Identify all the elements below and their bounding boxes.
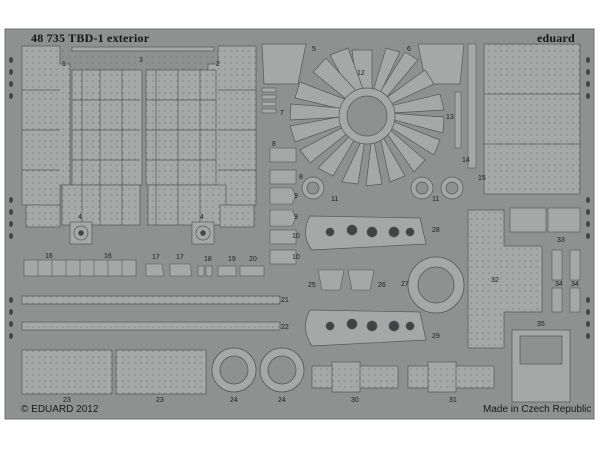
part-label-18: 18 xyxy=(204,256,212,263)
part-label-24-right: 24 xyxy=(278,397,286,404)
part-label-9-top: 9 xyxy=(294,193,298,200)
part-label-13: 13 xyxy=(446,114,454,121)
part-label-34-left: 34 xyxy=(555,281,563,288)
part-11-left xyxy=(301,176,325,200)
part-7 xyxy=(261,87,277,114)
part-label-17-left: 17 xyxy=(152,254,160,261)
part-label-24-left: 24 xyxy=(230,397,238,404)
part-label-21: 21 xyxy=(281,297,289,304)
part-label-10-bottom: 10 xyxy=(292,254,300,261)
part-32 xyxy=(467,209,543,349)
part-label-25: 25 xyxy=(308,282,316,289)
part-13 xyxy=(454,91,462,149)
part-12 xyxy=(289,47,445,187)
part-label-19: 19 xyxy=(228,256,236,263)
part-label-4-right: 4 xyxy=(200,214,204,221)
part-label-8-top: 8 xyxy=(272,141,276,148)
part-label-27: 27 xyxy=(401,281,409,288)
part-label-3: 3 xyxy=(139,57,143,64)
part-label-8-bottom: 8 xyxy=(299,174,303,181)
part-label-7: 7 xyxy=(280,110,284,117)
fret-title: 48 735 TBD-1 exterior xyxy=(31,31,150,45)
part-label-31: 31 xyxy=(449,397,457,404)
part-2 xyxy=(145,45,257,228)
part-label-2: 2 xyxy=(216,61,220,68)
part-label-1: 1 xyxy=(62,61,66,68)
part-17 xyxy=(145,263,193,277)
part-label-4-left: 4 xyxy=(78,214,82,221)
part-33 xyxy=(509,207,581,233)
part-15 xyxy=(483,43,581,195)
part-35 xyxy=(511,329,571,403)
part-label-15: 15 xyxy=(478,175,486,182)
part-label-29: 29 xyxy=(432,333,440,340)
part-4-right xyxy=(191,221,215,245)
part-29 xyxy=(305,309,427,347)
part-label-35: 35 xyxy=(537,321,545,328)
part-5 xyxy=(261,43,307,85)
part-26 xyxy=(347,269,375,291)
part-label-10-top: 10 xyxy=(292,233,300,240)
part-14 xyxy=(467,43,477,169)
part-label-12: 12 xyxy=(357,70,365,77)
part-25 xyxy=(317,269,345,291)
part-label-14: 14 xyxy=(462,157,470,164)
copyright-text: © EDUARD 2012 xyxy=(21,404,99,415)
part-30 xyxy=(311,361,399,393)
part-23 xyxy=(21,349,207,395)
part-20 xyxy=(239,265,265,277)
part-21 xyxy=(21,295,281,305)
part-label-20: 20 xyxy=(249,256,257,263)
part-label-33: 33 xyxy=(557,237,565,244)
part-label-32: 32 xyxy=(491,277,499,284)
part-9 xyxy=(269,187,297,227)
part-label-34-right: 34 xyxy=(571,281,579,288)
part-label-30: 30 xyxy=(351,397,359,404)
fret-edge-holes xyxy=(9,57,590,339)
part-19 xyxy=(217,265,237,277)
part-label-16-right: 16 xyxy=(104,253,112,260)
origin-text: Made in Czech Republic xyxy=(483,404,592,415)
part-34 xyxy=(551,249,581,313)
part-label-23-right: 23 xyxy=(156,397,164,404)
part-label-6: 6 xyxy=(407,46,411,53)
part-label-11-right: 11 xyxy=(432,196,440,203)
part-27 xyxy=(407,256,465,314)
part-16 xyxy=(23,259,137,277)
brand-logo: eduard xyxy=(537,31,575,45)
part-28 xyxy=(305,215,427,251)
part-label-28: 28 xyxy=(432,227,440,234)
part-6 xyxy=(417,43,465,85)
part-18 xyxy=(197,265,213,277)
part-22 xyxy=(21,321,281,331)
part-label-22: 22 xyxy=(281,324,289,331)
part-1 xyxy=(21,45,143,228)
part-31 xyxy=(407,361,495,393)
part-label-23-left: 23 xyxy=(63,397,71,404)
part-label-9-bottom: 9 xyxy=(294,214,298,221)
part-label-17-right: 17 xyxy=(176,254,184,261)
part-label-5: 5 xyxy=(312,46,316,53)
part-label-26: 26 xyxy=(378,282,386,289)
part-8 xyxy=(269,147,297,185)
part-24-left xyxy=(211,347,257,393)
part-label-16-left: 16 xyxy=(45,253,53,260)
part-24-right xyxy=(259,347,305,393)
part-11-right xyxy=(410,176,464,200)
part-label-11-left: 11 xyxy=(331,196,339,203)
part-4-left xyxy=(69,221,93,245)
part-10 xyxy=(269,229,297,265)
